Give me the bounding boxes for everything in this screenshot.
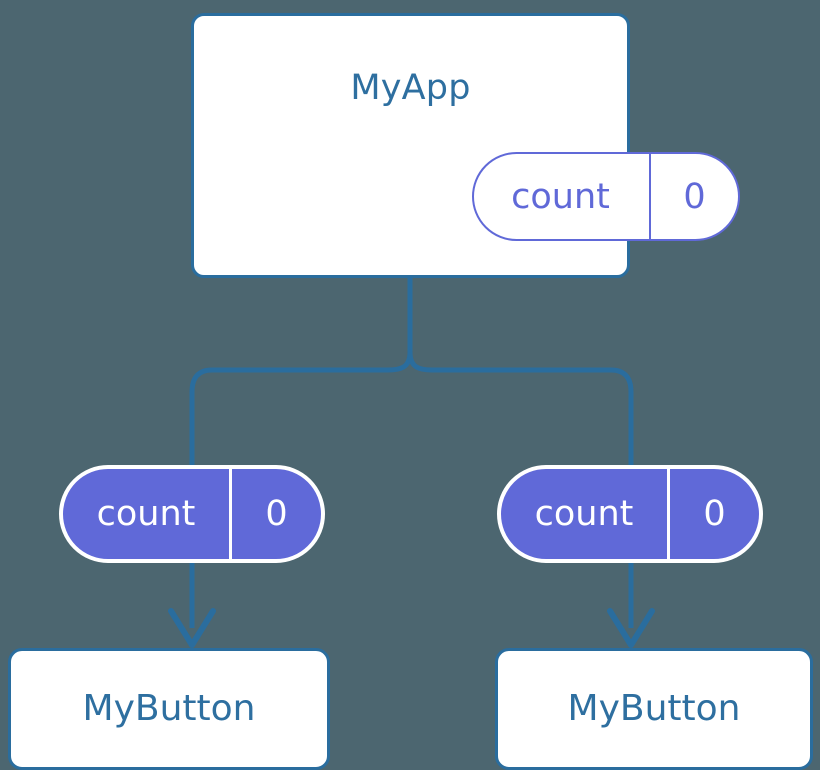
- child-state-pill-left[interactable]: count 0: [59, 465, 325, 563]
- root-component-name: MyApp: [350, 68, 471, 108]
- leaf-component-name-left: MyButton: [82, 688, 256, 729]
- arrow-left: [168, 556, 216, 648]
- arrow-left-head: [168, 608, 216, 648]
- branch-connector-left: [189, 349, 413, 473]
- branch-connector-right: [407, 349, 634, 473]
- leaf-component-card-right[interactable]: MyButton: [495, 648, 813, 770]
- arrow-right: [607, 556, 655, 648]
- child-state-value-right: 0: [703, 494, 726, 534]
- child-state-key-right: count: [501, 469, 670, 559]
- root-state-value: 0: [683, 176, 706, 217]
- leaf-component-card-left[interactable]: MyButton: [8, 648, 330, 770]
- child-state-pill-right[interactable]: count 0: [497, 465, 763, 563]
- child-state-value-left: 0: [265, 494, 288, 534]
- root-component-card[interactable]: MyApp count 0: [191, 13, 740, 278]
- child-state-key-left: count: [63, 469, 232, 559]
- root-state-key: count: [474, 154, 651, 239]
- arrow-right-head: [607, 608, 655, 648]
- leaf-component-name-right: MyButton: [567, 688, 741, 729]
- root-state-pill[interactable]: count 0: [472, 152, 740, 241]
